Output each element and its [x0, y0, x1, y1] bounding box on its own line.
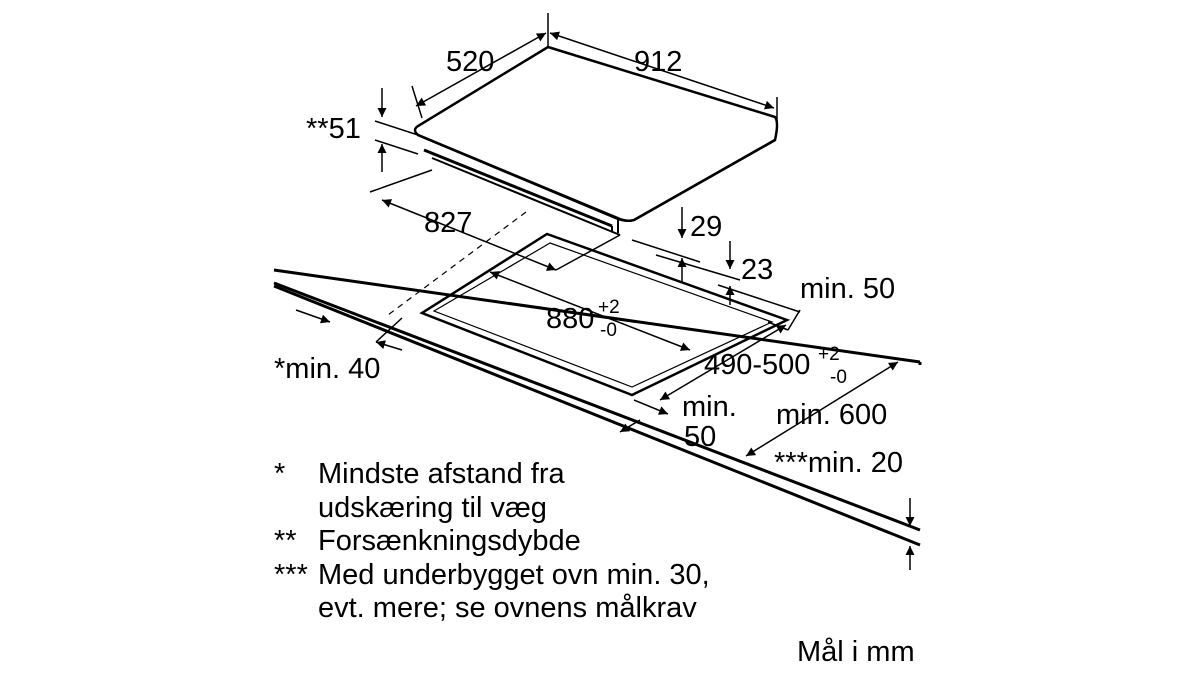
dim-front-margin-line1: min.: [682, 391, 737, 423]
dim-cutout-width-tol-upper: +2: [598, 297, 620, 318]
legend-text: Forsænkningsdybde: [318, 525, 581, 557]
dim-height-lower: 23: [741, 254, 773, 286]
dim-depth: 520: [446, 46, 494, 78]
legend-text: Med underbygget ovn min. 30,: [318, 558, 710, 591]
cutout: [387, 211, 791, 397]
dim-front-margin-line2: 50: [684, 421, 716, 453]
dim-cutout-depth-tol-lower: -0: [830, 367, 847, 388]
dim-countersink-depth: **51: [306, 113, 361, 145]
legend-item: *** Med underbygget ovn min. 30, evt. me…: [274, 559, 710, 626]
legend-item: * Mindste afstand fra udskæring til væg: [274, 458, 710, 525]
legend-text: udskæring til væg: [318, 491, 547, 524]
dimension-lines: [295, 13, 915, 570]
dim-worktop-thickness: ***min. 20: [774, 447, 903, 479]
dim-margin-right: min. 50: [800, 273, 895, 305]
legend-mark: ***: [274, 558, 308, 591]
dim-cutout-width-tol-lower: -0: [600, 320, 617, 341]
dim-width: 912: [634, 46, 682, 78]
dim-wall-distance: *min. 40: [274, 353, 380, 385]
unit-note: Mål i mm: [797, 636, 915, 668]
legend-mark: *: [274, 458, 286, 490]
dim-cutout-width: 880: [546, 303, 594, 335]
dim-frame-width: 827: [424, 207, 472, 239]
dim-height-upper: 29: [690, 211, 722, 243]
dim-worktop-depth: min. 600: [776, 399, 887, 431]
legend-text: evt. mere; se ovnens målkrav: [318, 592, 697, 624]
legend: * Mindste afstand fra udskæring til væg …: [274, 458, 710, 626]
dim-cutout-depth-tol-upper: +2: [818, 344, 840, 365]
legend-item: ** Forsænkningsdybde: [274, 525, 710, 559]
legend-mark: **: [274, 525, 297, 557]
legend-text: Mindste afstand fra: [318, 458, 565, 490]
dim-cutout-depth: 490-500: [704, 349, 810, 381]
